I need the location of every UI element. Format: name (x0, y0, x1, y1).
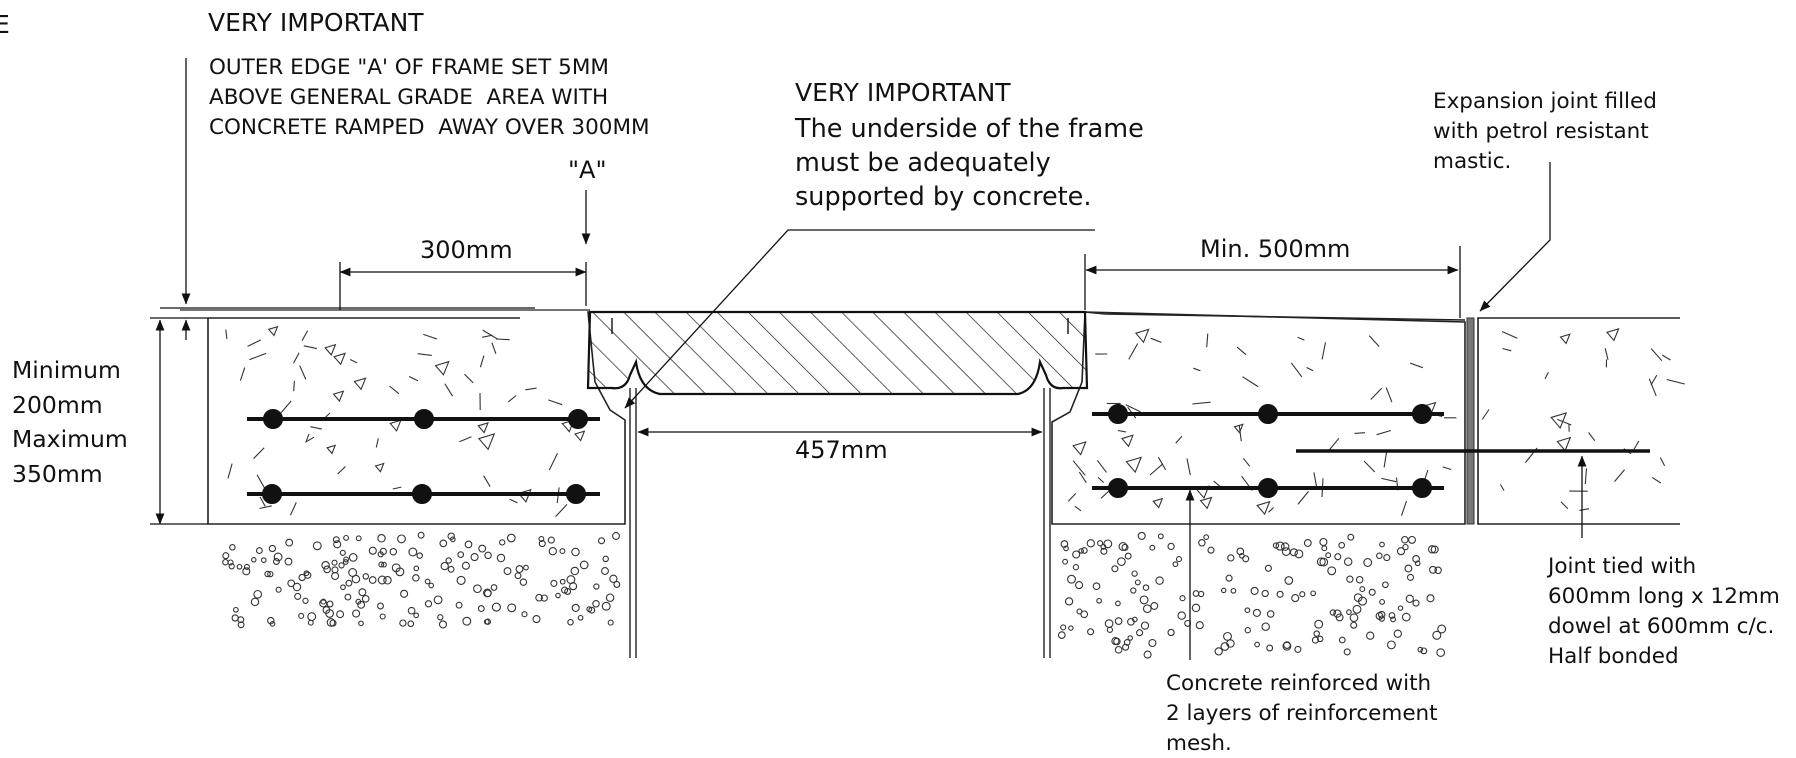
depth-label-minimum: Minimum (12, 356, 121, 384)
depth-label-350mm: 350mm (12, 460, 103, 488)
outer-edge-line-1: OUTER EDGE "A' OF FRAME SET 5MM (209, 55, 609, 80)
outer-edge-line-3: CONCRETE RAMPED AWAY OVER 300MM (209, 115, 650, 140)
expansion-joint (1466, 317, 1475, 525)
outer-edge-heading: VERY IMPORTANT (208, 8, 424, 37)
depth-label-maximum: Maximum (12, 425, 128, 453)
frame-support-line-3: supported by concrete. (795, 182, 1092, 212)
dim-min500-label: Min. 500mm (1200, 235, 1351, 263)
chamber-walls (629, 388, 1051, 658)
dim-300mm-label: 300mm (420, 236, 513, 264)
expansion-note-line-3: mastic. (1433, 149, 1512, 174)
outer-edge-line-2: ABOVE GENERAL GRADE AREA WITH (209, 85, 609, 110)
expansion-note-line-2: with petrol resistant (1433, 119, 1649, 144)
leader-frame-support (624, 229, 1095, 409)
dowel-note-line-3: dowel at 600mm c/c. (1548, 614, 1775, 639)
reinforcement-note-line-2: 2 layers of reinforcement (1166, 701, 1438, 726)
concrete-slabs (180, 309, 1680, 525)
frame-support-line-1: The underside of the frame (795, 114, 1144, 144)
centre-slab-top (1084, 311, 1466, 321)
frame-support-heading: VERY IMPORTANT (795, 78, 1011, 107)
reinforcement-note-line-3: mesh. (1166, 731, 1232, 756)
depth-label-200mm: 200mm (12, 391, 103, 419)
corner-mark: E (0, 10, 10, 39)
reinforcement-note-line-1: Concrete reinforced with (1166, 671, 1432, 696)
dowel-note-line-1: Joint tied with (1548, 554, 1697, 579)
expansion-note-line-1: Expansion joint filled (1433, 89, 1657, 114)
dowel-note-line-4: Half bonded (1548, 644, 1679, 669)
frame-body (586, 310, 1089, 396)
dimension-lines (150, 58, 1587, 660)
dim-457mm-label: 457mm (795, 436, 888, 464)
leader-expansion (1479, 162, 1551, 312)
sub-base-aggregate (222, 531, 1447, 659)
frame-support-line-2: must be adequately (795, 148, 1051, 178)
right-slab (1477, 317, 1680, 525)
point-a-label: "A" (568, 156, 607, 184)
reinforcement-bars (247, 404, 1650, 504)
manhole-frame-section (586, 310, 1089, 396)
dowel-note-line-2: 600mm long x 12mm (1548, 584, 1780, 609)
